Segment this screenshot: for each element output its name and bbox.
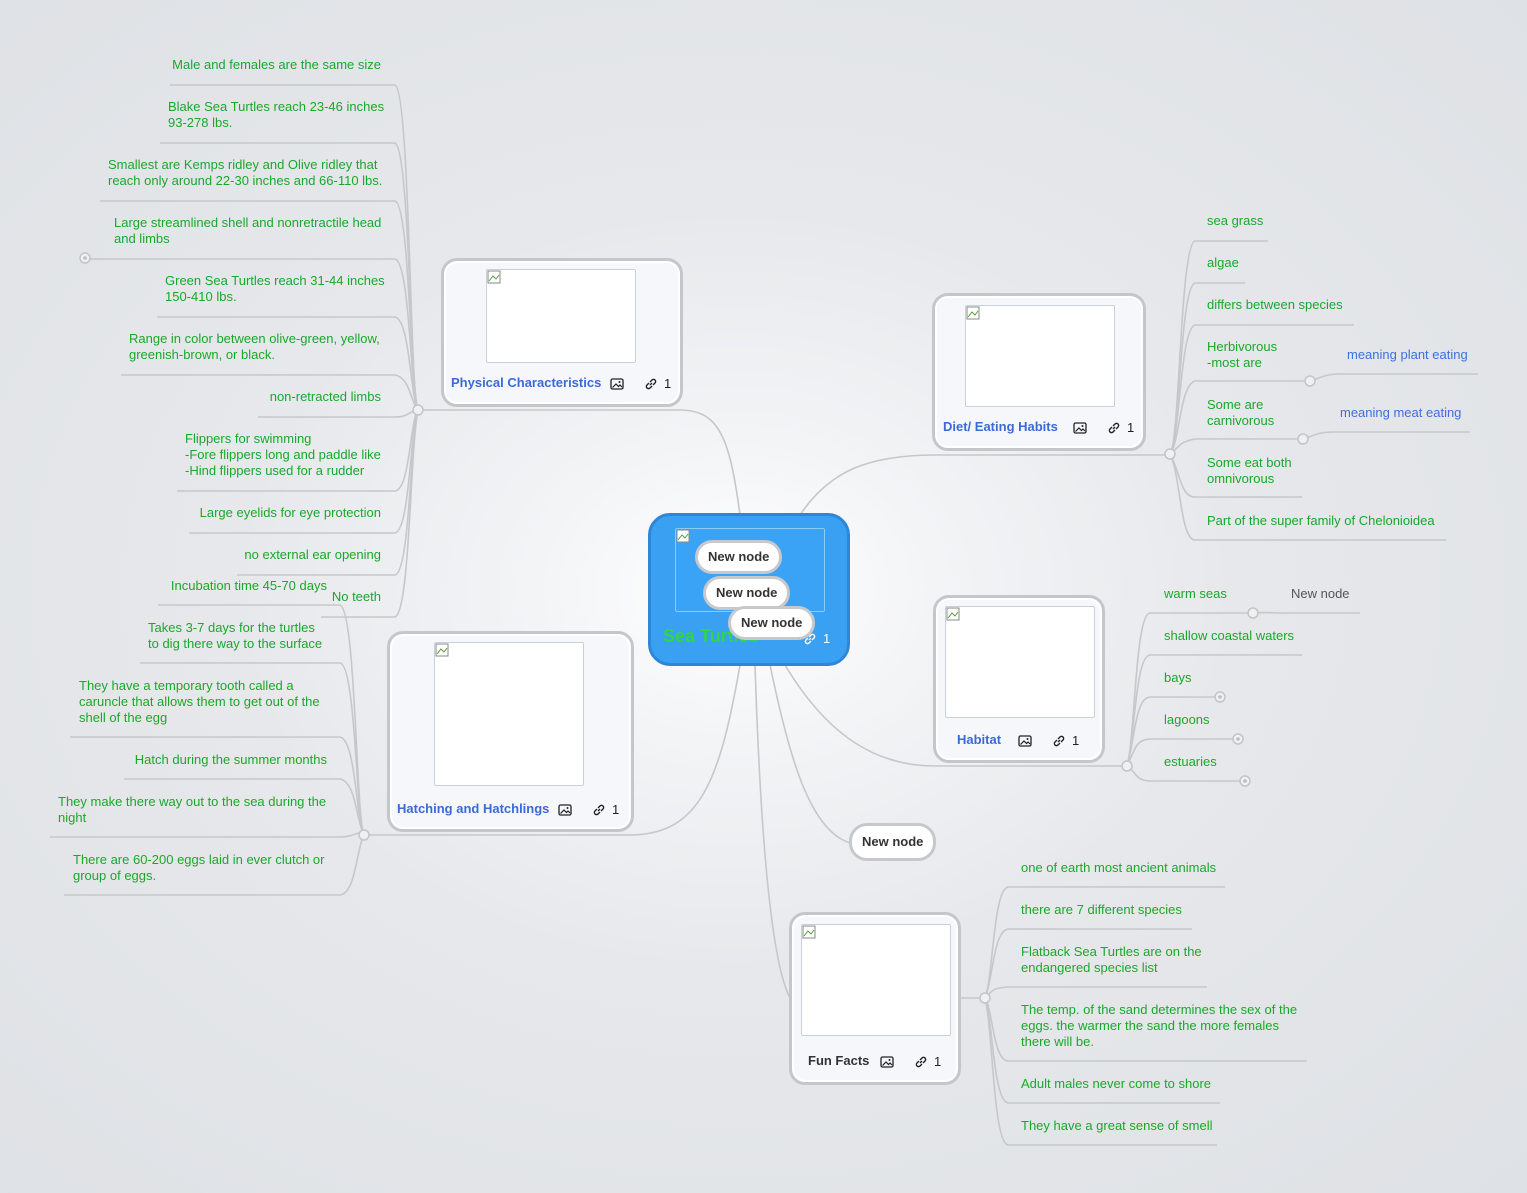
diet-leaf[interactable]: differs between species xyxy=(1207,297,1343,312)
diet-meta[interactable]: 1 xyxy=(1073,420,1134,435)
physical-link-count: 1 xyxy=(664,376,672,391)
diet-subleaf[interactable]: meaning plant eating xyxy=(1347,347,1468,362)
habitat-node[interactable]: Habitat 1 xyxy=(933,595,1105,763)
image-icon[interactable] xyxy=(880,1055,894,1069)
diet-link-count: 1 xyxy=(1127,420,1135,435)
hatching-link-count: 1 xyxy=(612,802,620,817)
hatching-meta[interactable]: 1 xyxy=(558,802,619,817)
physical-leaf[interactable]: no external ear opening xyxy=(244,547,381,562)
habitat-leaf[interactable]: bays xyxy=(1164,670,1192,685)
physical-image-placeholder[interactable] xyxy=(486,269,636,363)
broken-image-icon xyxy=(966,306,980,320)
diet-subleaf[interactable]: meaning meat eating xyxy=(1340,405,1462,420)
hatching-leaf[interactable]: Hatch during the summer months xyxy=(134,752,327,767)
link-icon[interactable] xyxy=(644,377,658,391)
diet-leaf[interactable]: algae xyxy=(1207,255,1239,270)
diet-title: Diet/ Eating Habits xyxy=(943,419,1058,434)
central-link-meta[interactable]: 1 xyxy=(803,631,830,646)
physical-meta[interactable]: 1 xyxy=(610,376,671,391)
broken-image-icon xyxy=(435,643,449,657)
funfacts-meta[interactable]: 1 xyxy=(880,1054,941,1069)
floating-new-node[interactable]: New node xyxy=(849,823,937,861)
funfacts-leaf[interactable]: Flatback Sea Turtles are on the endanger… xyxy=(1021,944,1202,975)
habitat-link-count: 1 xyxy=(1072,733,1080,748)
hatching-leaf[interactable]: They have a temporary tooth called a car… xyxy=(79,678,320,725)
hatching-leaf[interactable]: Incubation time 45-70 days xyxy=(170,578,327,593)
fun-facts-node[interactable]: Fun Facts 1 xyxy=(789,912,961,1085)
broken-image-icon xyxy=(676,529,690,543)
central-link-count: 1 xyxy=(823,631,831,646)
central-overlay-node-3[interactable]: New node xyxy=(728,606,816,640)
diet-leaf[interactable]: Part of the super family of Chelonioidea xyxy=(1207,513,1435,528)
physical-leaf[interactable]: Smallest are Kemps ridley and Olive ridl… xyxy=(108,157,383,188)
physical-leaf[interactable]: non-retracted limbs xyxy=(269,389,381,404)
image-icon[interactable] xyxy=(610,377,624,391)
diet-leaf[interactable]: Some eat both omnivorous xyxy=(1207,455,1292,486)
physical-title: Physical Characteristics xyxy=(451,375,602,390)
diet-eating-habits-node[interactable]: Diet/ Eating Habits 1 xyxy=(932,293,1146,451)
habitat-image-placeholder[interactable] xyxy=(945,606,1095,718)
funfacts-leaf[interactable]: Adult males never come to shore xyxy=(1021,1076,1212,1091)
hatching-leaf[interactable]: There are 60-200 eggs laid in ever clutc… xyxy=(73,852,325,883)
physical-leaf[interactable]: Large eyelids for eye protection xyxy=(199,505,381,520)
link-icon[interactable] xyxy=(592,803,606,817)
link-icon[interactable] xyxy=(914,1055,928,1069)
habitat-leaf[interactable]: estuaries xyxy=(1164,754,1217,769)
image-icon[interactable] xyxy=(558,803,572,817)
funfacts-image-placeholder[interactable] xyxy=(801,924,951,1036)
broken-image-icon xyxy=(487,270,501,284)
funfacts-title: Fun Facts xyxy=(808,1053,870,1068)
hatching-image-placeholder[interactable] xyxy=(434,642,584,786)
hatching-leaf[interactable]: Takes 3-7 days for the turtles to dig th… xyxy=(148,620,323,651)
funfacts-leaf[interactable]: The temp. of the sand determines the sex… xyxy=(1021,1002,1298,1049)
link-icon[interactable] xyxy=(1052,734,1066,748)
diet-leaf[interactable]: sea grass xyxy=(1207,213,1264,228)
physical-leaf[interactable]: Large streamlined shell and nonretractil… xyxy=(114,215,382,246)
link-icon xyxy=(804,633,816,644)
hatching-leaf[interactable]: They make there way out to the sea durin… xyxy=(58,794,327,825)
habitat-leaf[interactable]: warm seas xyxy=(1164,586,1227,601)
hatching-node[interactable]: Hatching and Hatchlings 1 xyxy=(387,631,634,832)
physical-characteristics-node[interactable]: Physical Characteristics 1 xyxy=(441,258,683,407)
funfacts-leaf[interactable]: They have a great sense of smell xyxy=(1021,1118,1213,1133)
habitat-title: Habitat xyxy=(957,732,1002,747)
broken-image-icon xyxy=(802,925,816,939)
hatching-title: Hatching and Hatchlings xyxy=(397,801,550,816)
habitat-subleaf[interactable]: New node xyxy=(1291,586,1350,601)
physical-leaf[interactable]: Blake Sea Turtles reach 23-46 inches 93-… xyxy=(168,99,385,130)
habitat-meta[interactable]: 1 xyxy=(1018,733,1079,748)
diet-leaf[interactable]: Some are carnivorous xyxy=(1207,397,1275,428)
habitat-leaf[interactable]: lagoons xyxy=(1164,712,1210,727)
habitat-leaf[interactable]: shallow coastal waters xyxy=(1164,628,1295,643)
funfacts-link-count: 1 xyxy=(934,1054,942,1069)
physical-leaf[interactable]: Flippers for swimming -Fore flippers lon… xyxy=(185,431,381,478)
broken-image-icon xyxy=(946,607,960,621)
link-icon[interactable] xyxy=(1107,421,1121,435)
physical-leaf[interactable]: No teeth xyxy=(331,589,381,604)
central-overlay-node-1[interactable]: New node xyxy=(695,540,783,574)
image-icon[interactable] xyxy=(1018,734,1032,748)
central-overlay-node-2[interactable]: New node xyxy=(703,576,791,610)
physical-leaf[interactable]: Male and females are the same size xyxy=(172,57,381,72)
physical-leaf[interactable]: Range in color between olive-green, yell… xyxy=(129,331,380,362)
physical-leaf[interactable]: Green Sea Turtles reach 31-44 inches 150… xyxy=(165,273,385,304)
funfacts-leaf[interactable]: one of earth most ancient animals xyxy=(1021,860,1217,875)
image-icon[interactable] xyxy=(1073,421,1087,435)
diet-image-placeholder[interactable] xyxy=(965,305,1115,407)
funfacts-leaf[interactable]: there are 7 different species xyxy=(1021,902,1182,917)
diet-leaf[interactable]: Herbivorous -most are xyxy=(1207,339,1278,370)
